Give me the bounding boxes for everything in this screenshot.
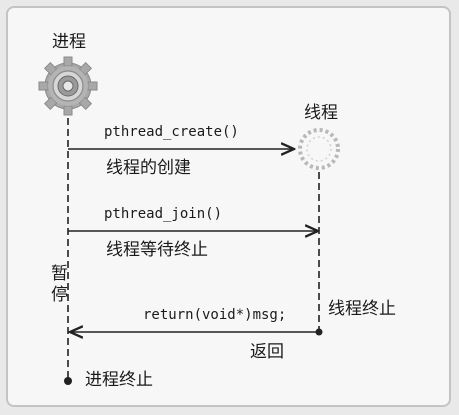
end-dot-icon: [64, 377, 72, 385]
create-desc-label: 线程的创建: [106, 158, 191, 178]
gear-icon: [38, 56, 98, 116]
thread-end-dot: [315, 328, 323, 336]
pause-label-1: 暂: [51, 264, 68, 284]
dashed-gear-icon: [298, 128, 340, 170]
join-call-label: pthread_join(): [104, 206, 223, 222]
process-end-label: 进程终止: [85, 370, 153, 390]
join-desc-label: 线程等待终止: [106, 240, 208, 260]
thread-end-label: 线程终止: [328, 299, 396, 319]
thread-label: 线程: [304, 103, 338, 123]
create-call-label: pthread_create(): [104, 124, 239, 140]
return-call-label: return(void*)msg;: [143, 307, 287, 323]
pause-label-2: 停: [51, 285, 68, 305]
return-desc-label: 返回: [250, 342, 284, 362]
process-label: 进程: [52, 32, 86, 52]
